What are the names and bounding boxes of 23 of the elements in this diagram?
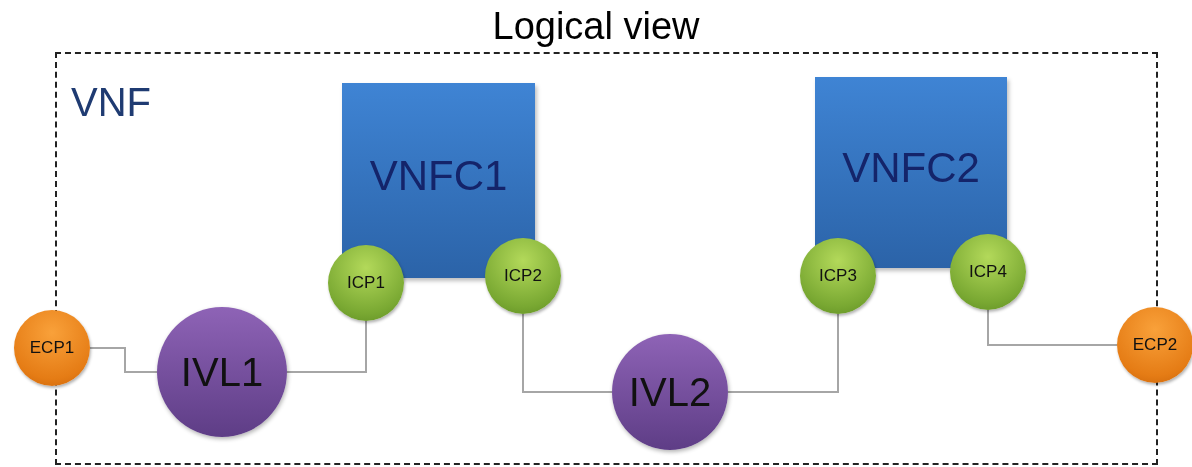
node-label: VNFC2 [842,143,980,192]
node-label: IVL1 [180,349,264,395]
node-label: IVL2 [628,369,712,415]
node-label: ECP1 [29,338,75,358]
connection-point-circle [1117,307,1192,383]
boundary-label: VNF [71,82,151,122]
connection-point-circle [485,238,561,314]
diagram-title: Logical view [492,5,700,47]
connector-line [987,309,1118,346]
node-label: ICP3 [819,266,857,286]
connector-line [286,320,367,373]
connector-line [522,313,613,393]
connection-point-circle [800,238,876,314]
node-label: ICP4 [969,262,1007,282]
node-label: ECP2 [1132,335,1178,355]
connection-point-circle [14,310,90,386]
connector-line [727,313,839,393]
connection-point-circle [950,234,1026,310]
node-label: ICP1 [347,273,385,293]
node-label: VNFC1 [369,151,508,200]
connector-line [89,347,158,373]
connection-point-circle [328,245,404,321]
node-label: ICP2 [504,266,542,286]
